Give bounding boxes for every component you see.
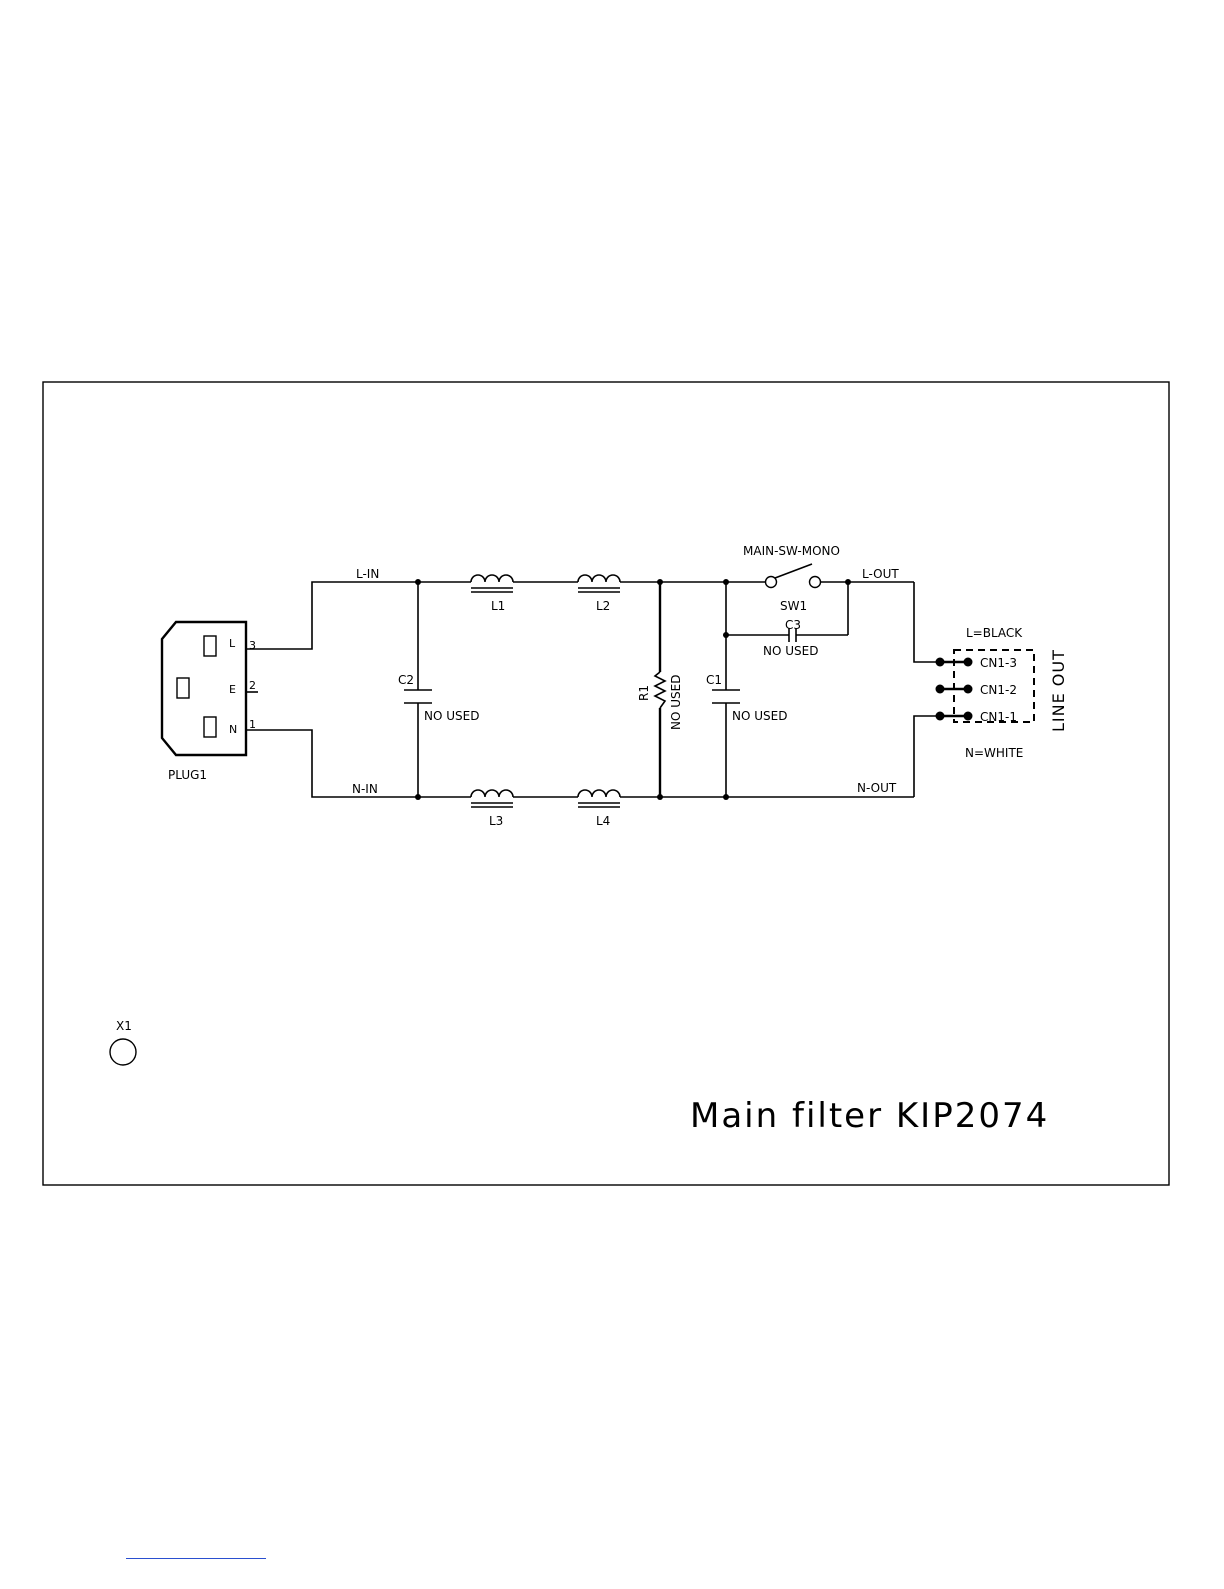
inductor-l1-label: L1 <box>491 599 505 613</box>
resistor-r1-note: NO USED <box>669 675 683 730</box>
connector-l-color-label: L=BLACK <box>966 626 1023 640</box>
fiducial-x1: X1 <box>110 1019 136 1065</box>
capacitor-c2-note: NO USED <box>424 709 479 723</box>
inductor-l1: L1 <box>471 575 513 613</box>
net-label-n-out: N-OUT <box>857 781 897 795</box>
capacitor-c1-note: NO USED <box>732 709 787 723</box>
inductor-l4: L4 <box>578 790 620 828</box>
drawing-title: Main filter KIP2074 <box>690 1096 1049 1136</box>
capacitor-c3: C3 NO USED <box>763 618 818 658</box>
switch-part-label: MAIN-SW-MONO <box>743 544 840 558</box>
plug-pin-3-number: 3 <box>249 639 256 652</box>
resistor-r1-ref: R1 <box>637 685 651 701</box>
connector-n-color-label: N=WHITE <box>965 746 1023 760</box>
switch-sw1: MAIN-SW-MONO SW1 <box>743 544 840 613</box>
fiducial-x1-label: X1 <box>116 1019 132 1033</box>
connector-line-out-label: LINE OUT <box>1049 649 1068 732</box>
plug-pin-n-letter: N <box>229 723 237 736</box>
plug-pin-1-number: 1 <box>249 718 256 731</box>
wires <box>246 582 940 797</box>
capacitor-c2-ref: C2 <box>398 673 414 687</box>
net-label-l-out: L-OUT <box>862 567 899 581</box>
capacitor-c3-ref: C3 <box>785 618 801 632</box>
connector-cn1: CN1-3 CN1-2 CN1-1 L=BLACK N=WHITE LINE O… <box>936 626 1069 760</box>
plug1-symbol: L E N 3 2 1 PLUG1 <box>162 622 258 782</box>
inductor-l3-label: L3 <box>489 814 503 828</box>
capacitor-c1: C1 NO USED <box>706 673 787 723</box>
capacitor-c3-note: NO USED <box>763 644 818 658</box>
net-label-n-in: N-IN <box>352 782 378 796</box>
capacitor-c2: C2 NO USED <box>398 673 479 723</box>
inductor-l2-label: L2 <box>596 599 610 613</box>
plug-ref-label: PLUG1 <box>168 768 207 782</box>
inductor-l3: L3 <box>471 790 513 828</box>
net-label-l-in: L-IN <box>356 567 379 581</box>
footer-link-underline <box>126 1558 266 1559</box>
connector-pin-cn1-3: CN1-3 <box>980 656 1017 670</box>
plug-pin-2-number: 2 <box>249 679 256 692</box>
plug-pin-l-letter: L <box>229 637 236 650</box>
inductor-l2: L2 <box>578 575 620 613</box>
connector-pin-cn1-2: CN1-2 <box>980 683 1017 697</box>
drawing-frame <box>43 382 1169 1185</box>
inductor-l4-label: L4 <box>596 814 610 828</box>
plug-pin-e-letter: E <box>229 683 236 696</box>
connector-pin-cn1-1: CN1-1 <box>980 710 1017 724</box>
capacitor-c1-ref: C1 <box>706 673 722 687</box>
switch-ref-label: SW1 <box>780 599 807 613</box>
